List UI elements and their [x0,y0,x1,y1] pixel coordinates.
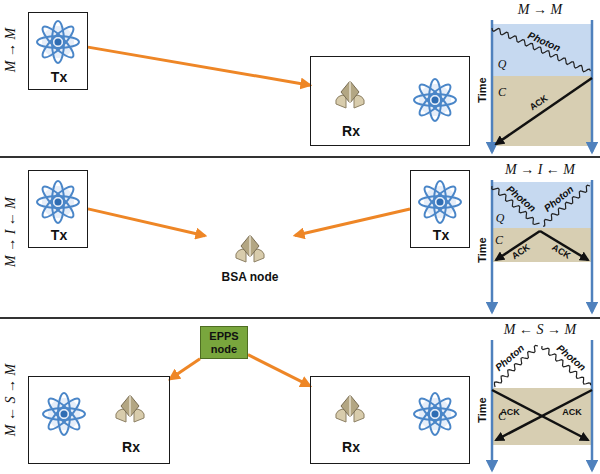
scheme-label: M → M [4,28,18,72]
atom-memory [37,21,79,63]
transmitter-box: Tx [28,12,88,90]
node-label: BSA node [222,270,279,284]
classical-phase [492,388,592,445]
beam-splitter [336,81,364,108]
bsa-node: BSA node [205,226,295,290]
node-label: EPPS node [203,330,245,355]
quantum-phase [492,182,592,228]
ack-label: ACK [550,243,571,261]
timing-title: M → I ← M [505,163,575,177]
axis-label: Time [477,77,488,102]
ack-signal [496,390,592,440]
photon-signal [543,185,590,226]
timing-title: M ← S → M [504,323,576,337]
photon-channel [170,359,200,379]
atom-memory [414,393,456,435]
phase-label: Q [496,212,505,224]
panel-divider [0,317,600,319]
photon-label: Photon [494,343,527,373]
ack-signal [496,78,592,144]
classical-phase [492,228,592,262]
timing-title: M → M [518,3,562,17]
atom-memory [37,181,79,223]
time-axis [491,20,494,152]
phase-label: C [498,86,506,98]
phase-label: Q [498,58,507,70]
atom-memory [419,181,461,223]
receiver-box: Rx [28,376,170,464]
ack-signal [540,231,588,260]
node-label: Rx [122,439,140,455]
ack-label: ACK [562,408,582,417]
time-axis [491,340,494,470]
photon-channel [88,209,205,236]
photon-label: Photon [505,184,538,214]
receiver-box: Rx [310,56,470,146]
beam-splitter [236,235,264,262]
beam-splitter [116,395,144,422]
photon-channel [88,47,310,85]
transmitter-box: Tx [410,170,470,248]
photon-channel [248,355,310,386]
ack-label: ACK [510,243,531,261]
receiver-box: Rx [310,376,470,464]
atom-memory [414,79,456,121]
time-axis [491,180,494,312]
panel-divider [0,156,600,158]
epps-node: EPPS node [200,326,248,359]
photon-channel [295,209,410,236]
axis-label: Time [477,237,488,262]
photon-label: Photon [555,343,588,373]
ack-label: ACK [528,94,549,112]
node-label: Rx [342,439,360,455]
quantum-phase [492,24,592,76]
scheme-label: M → I ← M [4,197,18,267]
ack-signal [492,390,588,440]
photon-signal [492,28,590,72]
photon-label: Photon [542,184,575,213]
classical-phase [492,76,592,146]
time-axis [591,340,594,470]
atom-memory [43,393,85,435]
node-label: Rx [342,123,360,139]
ack-label: ACK [500,408,520,417]
node-label: Tx [51,69,67,85]
axis-label: Time [477,397,488,422]
time-axis [591,20,594,152]
phase-label: C [495,234,503,246]
scheme-label: M ← S → M [4,364,18,436]
beam-splitter [336,395,364,422]
node-label: Tx [51,227,67,243]
photon-label: Photon [526,30,562,53]
transmitter-box: Tx [28,170,88,248]
time-axis [591,180,594,312]
node-label: Tx [433,227,449,243]
